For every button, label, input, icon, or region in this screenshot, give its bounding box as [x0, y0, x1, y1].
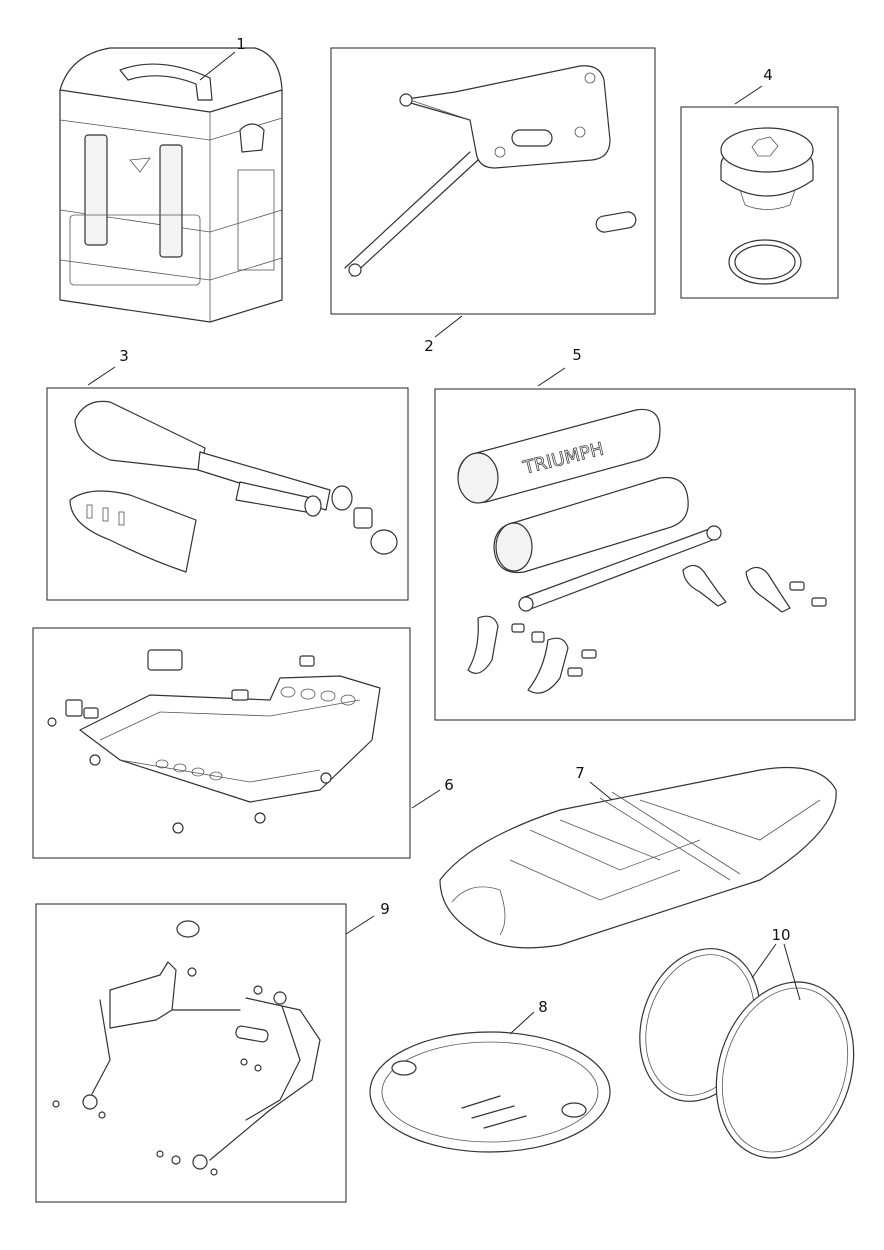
callout-8: 8: [538, 998, 548, 1016]
part-9-box: 9: [35, 900, 390, 1203]
callout-2: 2: [424, 337, 434, 355]
callout-3: 3: [119, 347, 129, 365]
callout-1: 1: [236, 35, 246, 53]
callout-4: 4: [763, 66, 773, 84]
part-1-pannier-bag: 1: [59, 35, 283, 323]
part-8-side-panel: 8: [369, 998, 611, 1153]
part-4-box: 4: [680, 66, 839, 299]
callout-5: 5: [572, 346, 582, 364]
part-2-box: 2: [330, 47, 656, 355]
callout-10: 10: [771, 926, 790, 944]
part-5-box: TRIUMPH 5: [434, 346, 856, 721]
callout-6: 6: [444, 776, 454, 794]
part-3-box: 3: [46, 347, 409, 601]
part-10-headlight-rings: 10: [639, 926, 855, 1159]
part-6-box: 6: [32, 627, 454, 859]
part-7-seat: 7: [439, 764, 837, 949]
callout-7: 7: [575, 764, 585, 782]
callout-9: 9: [380, 900, 390, 918]
